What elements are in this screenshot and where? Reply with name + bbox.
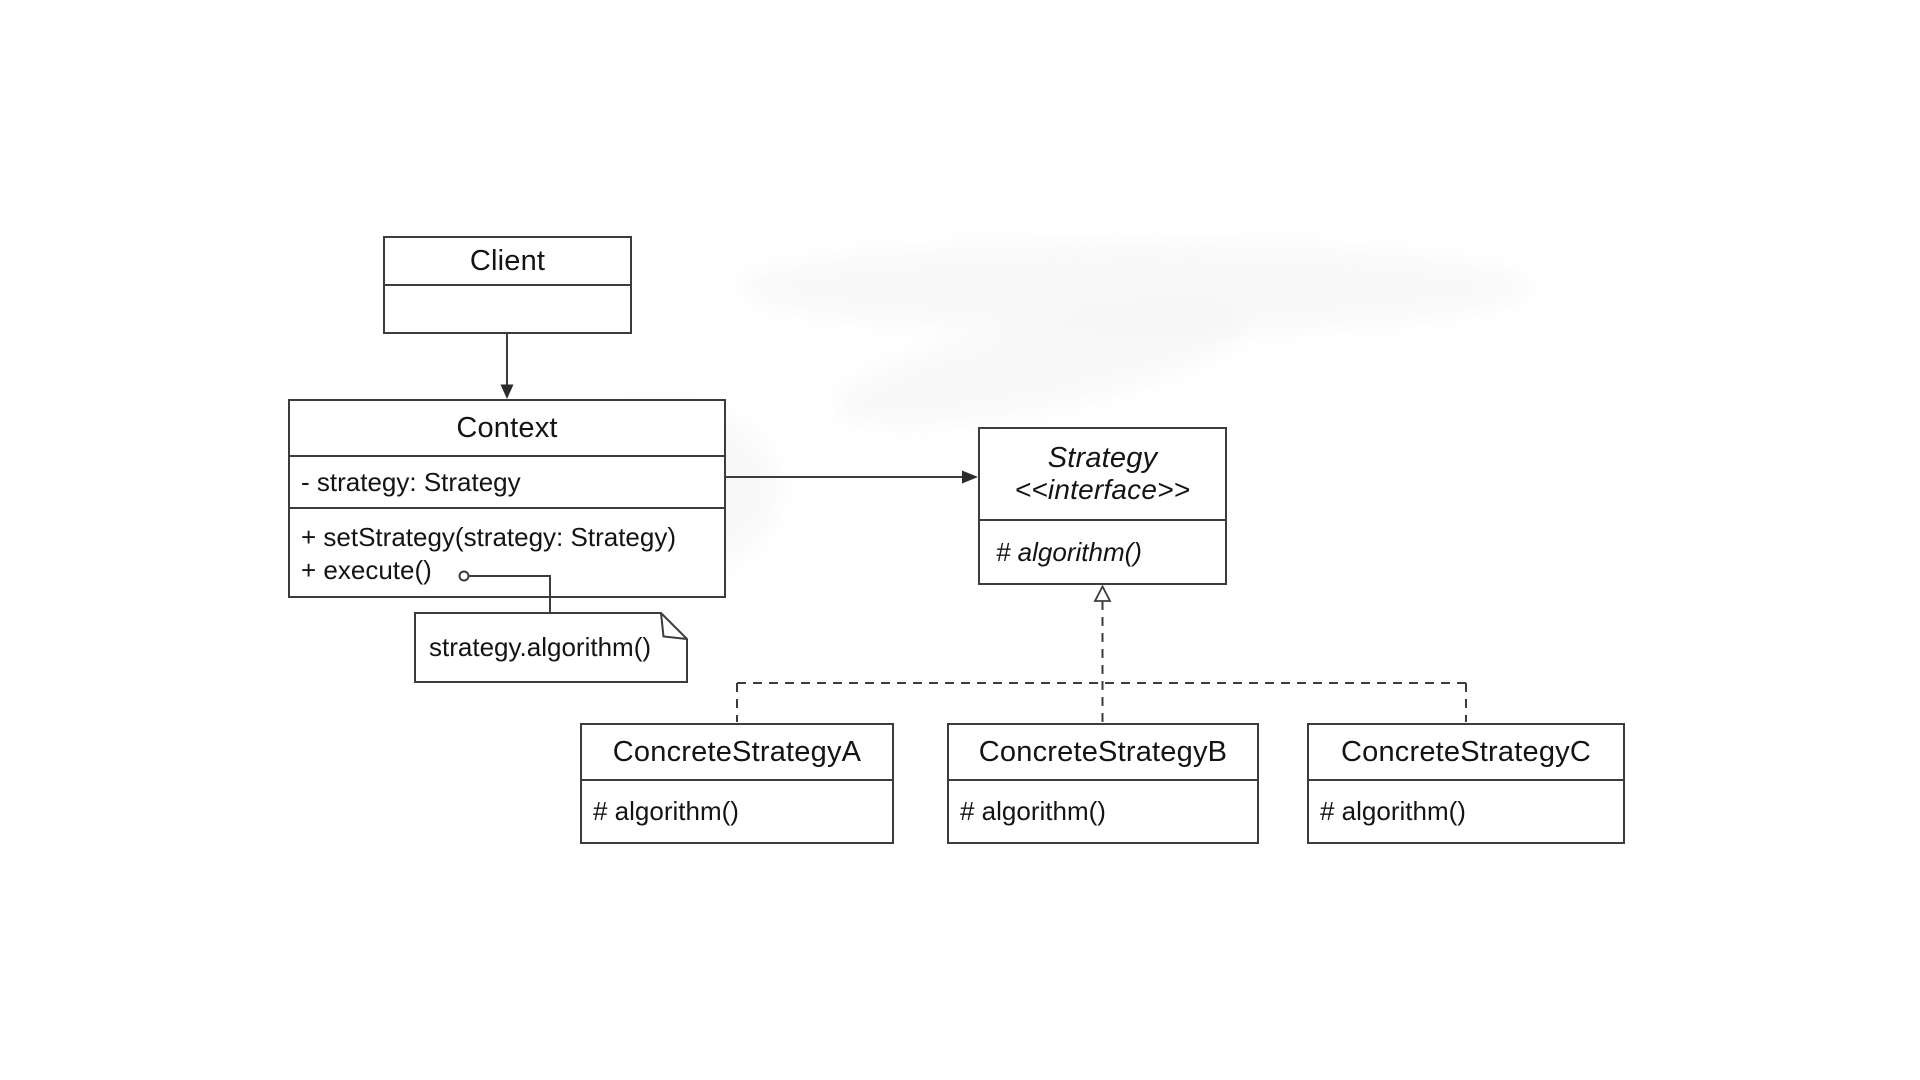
interface-title: Strategy bbox=[1047, 442, 1158, 474]
class-attribute: - strategy: Strategy bbox=[301, 466, 521, 497]
client-to-context-arrow bbox=[500, 333, 514, 399]
strategy-interface-box: Strategy <<interface>> # algorithm() bbox=[978, 427, 1227, 585]
arrowhead-icon bbox=[962, 470, 978, 484]
arrowhead-icon bbox=[500, 384, 514, 399]
uml-note-text: strategy.algorithm() bbox=[429, 632, 652, 662]
class-title: ConcreteStrategyB bbox=[978, 735, 1228, 768]
concrete-strategy-c-box: ConcreteStrategyC # algorithm() bbox=[1307, 723, 1625, 844]
client-class-box: Client bbox=[383, 236, 632, 334]
interface-method: # algorithm() bbox=[996, 536, 1142, 567]
class-method: + execute() bbox=[301, 555, 432, 585]
class-title: Context bbox=[456, 411, 558, 444]
class-title: Client bbox=[469, 244, 546, 277]
class-method: # algorithm() bbox=[1320, 796, 1466, 826]
interface-stereotype: <<interface>> bbox=[1014, 474, 1191, 505]
class-title: ConcreteStrategyC bbox=[1340, 735, 1591, 768]
empty-compartment bbox=[385, 284, 630, 332]
class-method: # algorithm() bbox=[593, 796, 739, 826]
context-class-box: Context - strategy: Strategy + setStrate… bbox=[288, 399, 726, 598]
hollow-triangle-arrowhead-icon bbox=[1093, 584, 1112, 602]
concrete-strategy-a-box: ConcreteStrategyA # algorithm() bbox=[580, 723, 894, 844]
class-title: ConcreteStrategyA bbox=[612, 735, 862, 768]
realization-dashed-connectors bbox=[736, 601, 1467, 722]
concrete-strategy-b-box: ConcreteStrategyB # algorithm() bbox=[947, 723, 1259, 844]
class-method: + setStrategy(strategy: Strategy) bbox=[301, 522, 676, 552]
class-method: # algorithm() bbox=[960, 796, 1106, 826]
